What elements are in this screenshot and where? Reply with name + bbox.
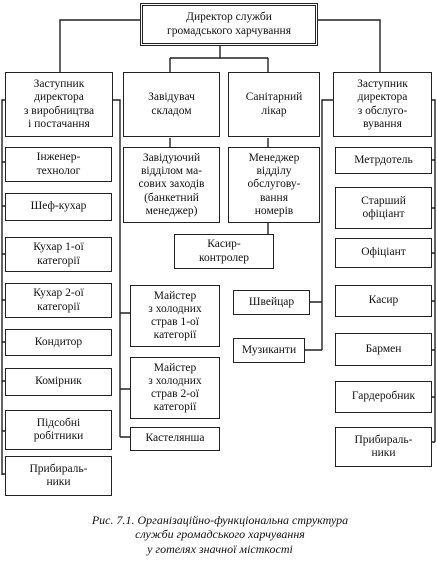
caption-line-3: у готелях значної місткості xyxy=(147,541,293,556)
staff-bartender: Бармен xyxy=(335,333,432,366)
caption-line-2: служби громадського харчування xyxy=(135,527,305,542)
figure-caption: Рис. 7.1. Організаційно-функціональна ст… xyxy=(20,513,420,556)
musicians-box: Музиканти xyxy=(233,338,305,363)
connector-production-cold xyxy=(113,99,130,438)
cold-dishes-master-first: Майстер з холодних страв 1-ої категорії xyxy=(130,285,220,347)
staff-waiter: Офіціант xyxy=(335,238,432,268)
cold-dishes-master-second: Майстер з холодних страв 2-ої категорії xyxy=(130,357,220,419)
room-service-manager-box: Менеджер відділу обслугову- вання номері… xyxy=(228,147,320,223)
production-deputy-box: Заступник директора з виробництва і пост… xyxy=(5,72,113,137)
staff-cashier: Касир xyxy=(335,285,432,317)
caption-line-1: Рис. 7.1. Організаційно-функціональна ст… xyxy=(91,513,349,527)
staff-confectioner: Кондитор xyxy=(5,329,112,356)
cashier-controller-box: Касир- контролер xyxy=(174,234,274,269)
staff-cleaners-production: Прибираль- ники xyxy=(5,456,112,496)
linen-keeper-box: Кастелянша xyxy=(130,427,220,451)
sanitary-doctor-box: Санітарний лікар xyxy=(228,72,320,137)
connector-director-service xyxy=(318,19,381,72)
staff-auxiliary-workers: Підсобні робітники xyxy=(5,410,112,450)
staff-chef: Шеф-кухар xyxy=(5,193,112,221)
mass-events-manager-box: Завідуючий відділом ма- сових заходів (б… xyxy=(123,147,220,223)
connector-service-right xyxy=(432,99,436,443)
staff-cleaners-service: Прибираль- ники xyxy=(335,427,432,467)
staff-maitre-d: Метрдотель xyxy=(335,147,432,174)
service-deputy-box: Заступник директора з обслуго- вування xyxy=(333,72,432,137)
connector-production-spine xyxy=(1,99,5,475)
warehouse-manager-box: Завідувач складом xyxy=(123,72,220,137)
staff-cook-second-category: Кухар 2-ої категорії xyxy=(5,283,112,318)
connector-director-middle xyxy=(169,45,269,72)
staff-senior-waiter: Старший офіціант xyxy=(335,187,432,229)
director-box: Директор служби громадського харчування xyxy=(140,3,318,46)
staff-cook-first-category: Кухар 1-ої категорії xyxy=(5,237,112,272)
staff-storekeeper: Комірник xyxy=(5,368,112,396)
doorman-box: Швейцар xyxy=(233,290,310,315)
staff-cloakroom: Гардеробник xyxy=(335,381,432,413)
connector-service-spine xyxy=(305,99,333,351)
connector-director-production xyxy=(59,19,140,72)
staff-engineer-technologist: Інженер- технолог xyxy=(5,147,112,182)
